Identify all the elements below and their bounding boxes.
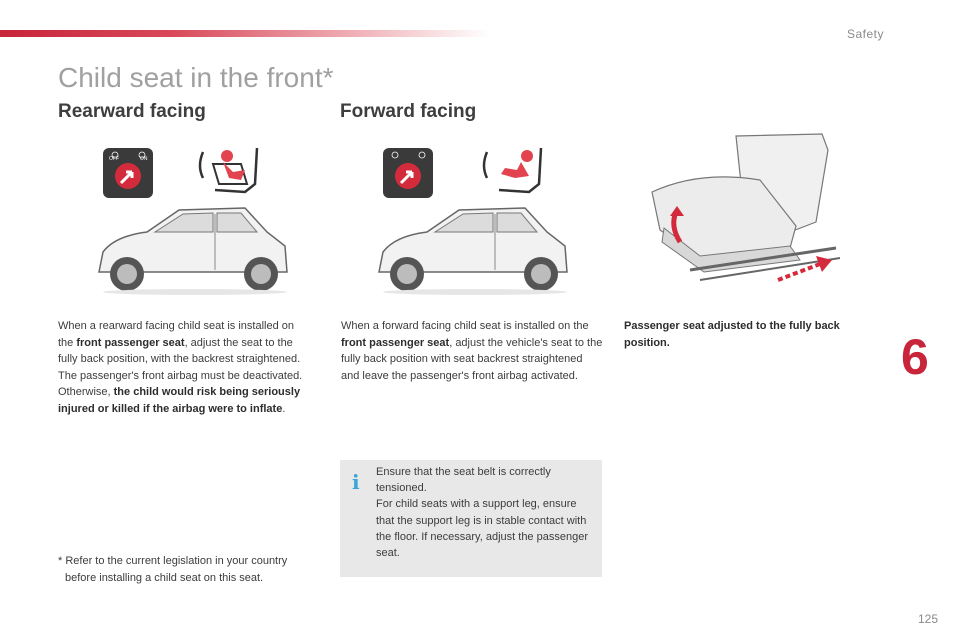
forward-child-seat-icon	[482, 147, 543, 194]
rearward-facing-instructions: When a rearward facing child seat is ins…	[58, 318, 310, 417]
section-name: Safety	[846, 27, 884, 41]
chapter-number: 6	[901, 329, 929, 385]
badge-on-text: ON	[140, 156, 148, 162]
airbag-off-badge: OFF ON	[103, 148, 153, 198]
info-line-1: Ensure that the seat belt is correctly t…	[376, 466, 551, 495]
info-box: i Ensure that the seat belt is correctly…	[340, 460, 602, 577]
forward-facing-instructions: When a forward facing child seat is inst…	[341, 318, 603, 384]
badge-off-text: OFF	[109, 156, 119, 162]
rearward-paragraph-1: When a rearward facing child seat is ins…	[58, 320, 301, 365]
forward-paragraph-1: When a forward facing child seat is inst…	[341, 320, 603, 382]
page-title: Child seat in the front*	[58, 62, 334, 93]
heading-rearward-facing: Rearward facing	[58, 101, 206, 122]
heading-forward-facing: Forward facing	[340, 101, 477, 122]
header-accent-bar	[0, 30, 490, 37]
rearward-paragraph-2: The passenger's front airbag must be dea…	[58, 369, 303, 415]
seat-lever-arrow-icon	[670, 206, 684, 244]
airbag-on-badge	[383, 148, 433, 198]
info-text: Ensure that the seat belt is correctly t…	[376, 464, 596, 561]
passenger-seat-illustration	[640, 130, 850, 295]
forward-facing-illustration	[375, 140, 580, 310]
slide-back-arrow-icon	[777, 256, 832, 282]
footnote: * Refer to the current legislation in yo…	[58, 555, 288, 584]
car-side-view-icon	[98, 207, 288, 295]
seat-position-caption: Passenger seat adjusted to the fully bac…	[624, 320, 840, 349]
car-side-view-icon	[378, 207, 568, 295]
rearward-child-seat-icon	[198, 147, 259, 194]
info-line-2: For child seats with a support leg, ensu…	[376, 498, 588, 560]
page-number: 125	[917, 612, 938, 626]
info-icon: i	[352, 470, 360, 494]
rearward-facing-illustration: OFF ON	[95, 140, 295, 310]
